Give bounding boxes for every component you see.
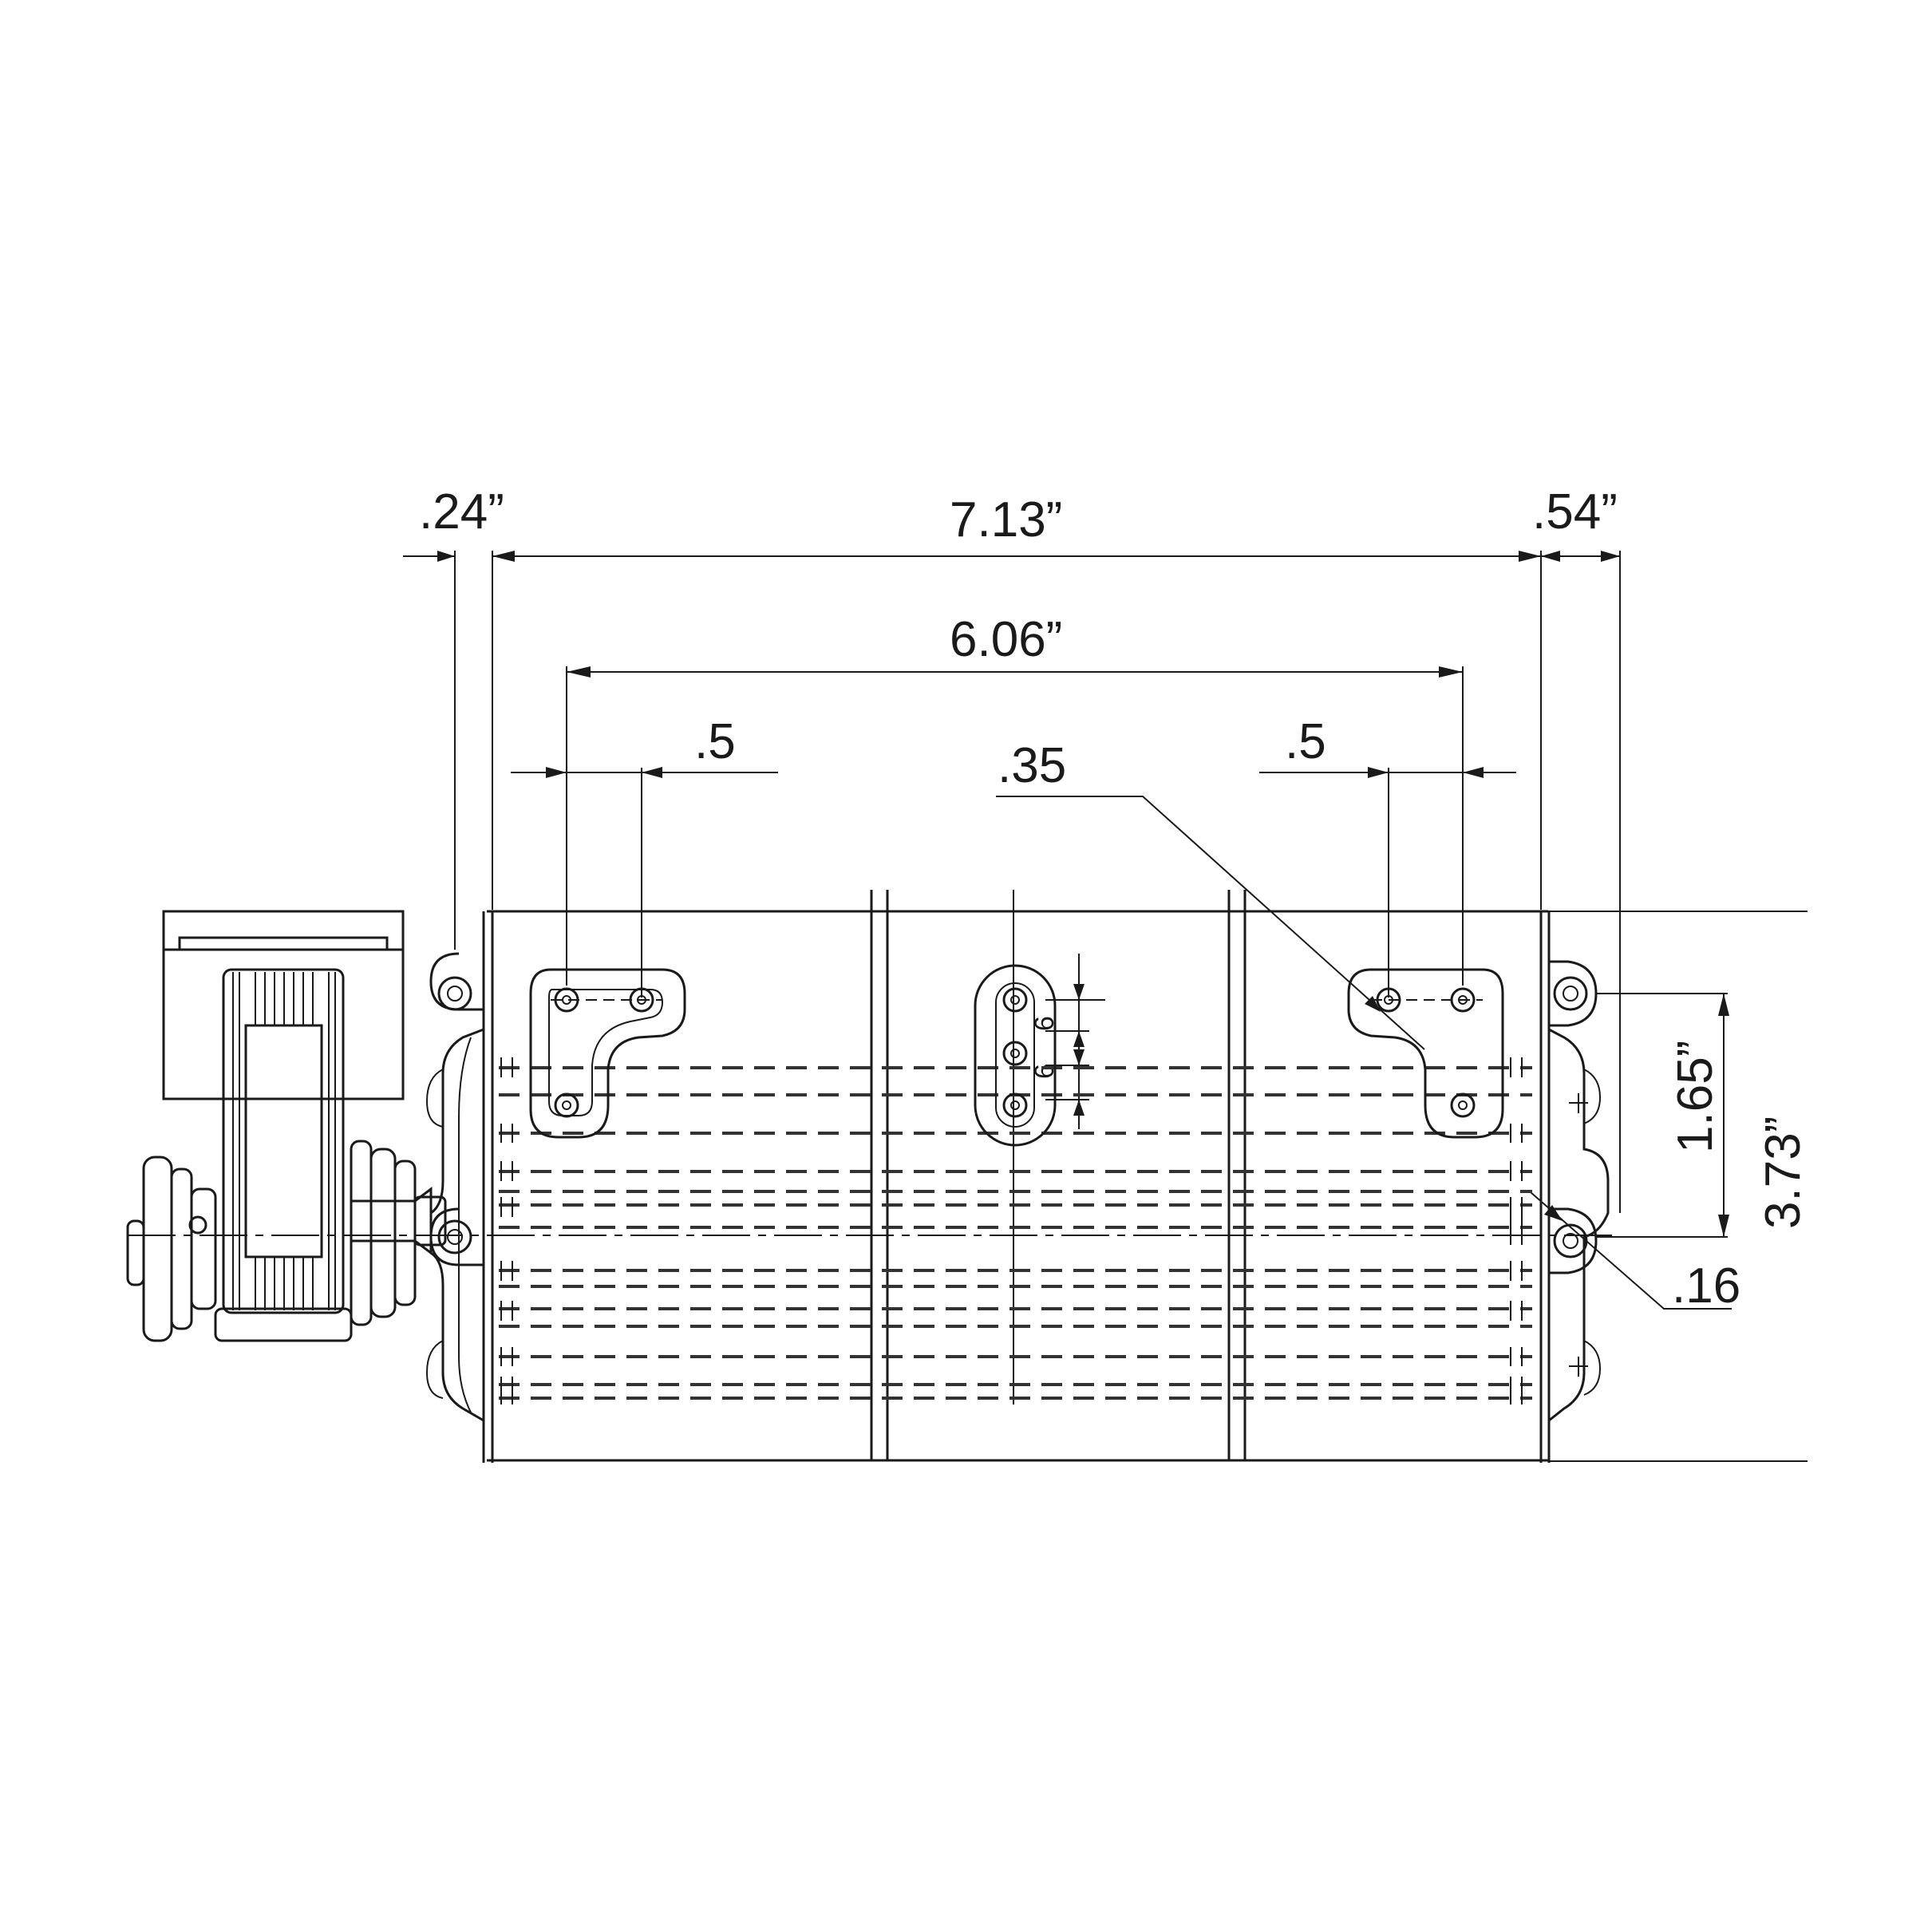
dimension-lines (403, 551, 1808, 1462)
dim-small-pitch: 6 (1029, 1016, 1060, 1031)
right-end-flange (1548, 960, 1610, 1422)
dim-left-offset: .24” (419, 484, 504, 539)
left-mounting-bracket (529, 968, 686, 1139)
dim-hole-diameter: .35 (998, 738, 1066, 793)
dim-mount-height: 1.65” (1668, 1041, 1723, 1153)
dim-mount-hole: .16 (1672, 1258, 1740, 1314)
motor-assembly (126, 910, 1620, 1342)
right-mounting-bracket (1347, 968, 1504, 1139)
dimension-labels: .24” 7.13” .54” 6.06” .5 .35 .5 6 6 1.65… (419, 484, 1811, 1314)
blower-housing (482, 890, 1551, 1463)
left-end-flange (425, 952, 484, 1422)
dim-overall-height: 3.73” (1756, 1116, 1811, 1229)
dim-overall-length: 7.13” (950, 492, 1062, 547)
dim-left-tab: .5 (694, 714, 736, 769)
dim-right-offset: .54” (1532, 484, 1618, 539)
dim-bracket-spacing: 6.06” (950, 612, 1062, 667)
center-mounting-slot (974, 964, 1057, 1147)
dim-right-tab: .5 (1285, 714, 1326, 769)
